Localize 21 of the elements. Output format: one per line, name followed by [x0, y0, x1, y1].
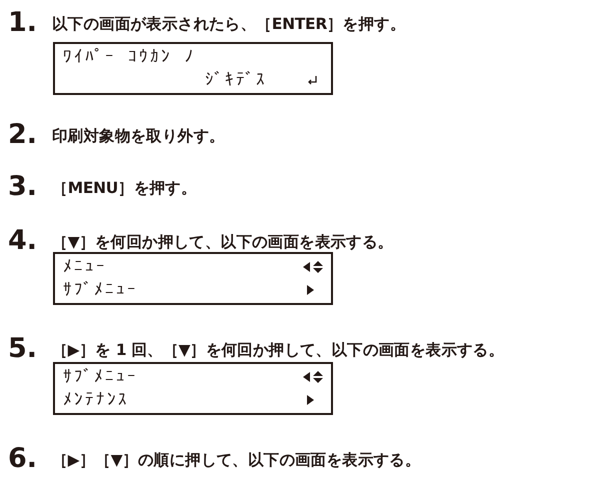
lcd-screen	[53, 252, 333, 305]
step-instruction: ［MENU］を押す。	[52, 178, 197, 199]
step-number: 6.	[8, 444, 38, 474]
lcd-text: ﾜｲﾊﾟｰ ｺｳｶﾝ ﾉ	[63, 46, 196, 68]
lcd-screen	[53, 42, 333, 95]
step-number: 3.	[8, 172, 38, 202]
step-instruction: 以下の画面が表示されたら、［ENTER］を押す。	[52, 14, 406, 35]
step-instruction: ［▶］［▼］の順に押して、以下の画面を表示する。	[52, 450, 421, 471]
step-number: 5.	[8, 334, 38, 364]
step-number: 2.	[8, 120, 38, 150]
lcd-text: ｼﾞｷﾃﾞｽ	[205, 69, 267, 91]
step-number: 4.	[8, 226, 38, 256]
lcd-screen	[53, 362, 333, 415]
step-instruction: ［▼］を何回か押して、以下の画面を表示する。	[52, 232, 394, 253]
step-number: 1.	[8, 8, 38, 38]
lcd-text: ｻﾌﾞﾒﾆｭｰ	[63, 366, 138, 388]
step-instruction: ［▶］を 1 回、［▼］を何回か押して、以下の画面を表示する。	[52, 340, 504, 361]
step-instruction: 印刷対象物を取り外す。	[52, 126, 225, 147]
lcd-text: ｻﾌﾞﾒﾆｭｰ	[63, 279, 138, 301]
lcd-text: ﾒﾝﾃﾅﾝｽ	[63, 389, 129, 411]
lcd-text: ﾒﾆｭｰ	[63, 256, 107, 278]
